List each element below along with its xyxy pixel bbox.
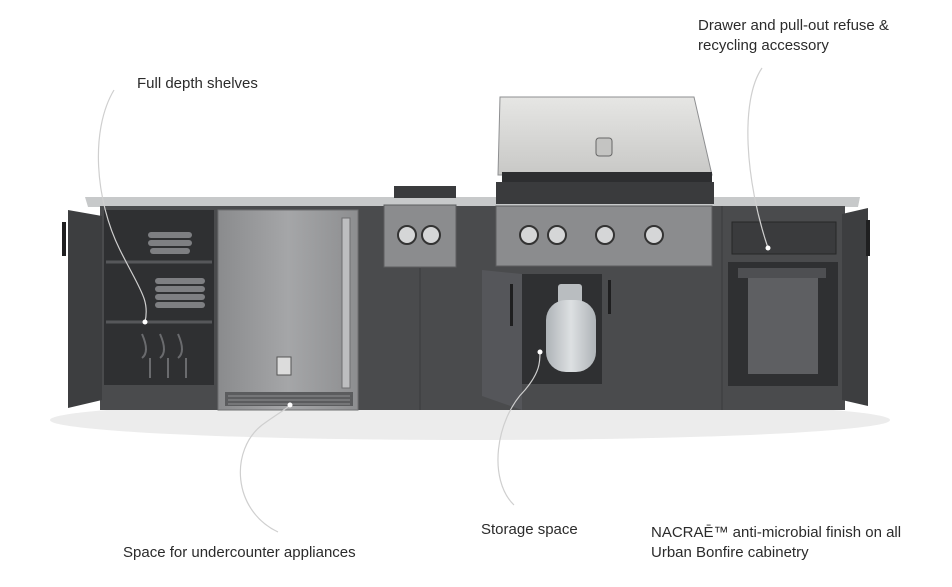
label-drawer-refuse: Drawer and pull-out refuse & recycling a… [698, 16, 889, 56]
drawer [731, 221, 837, 255]
right-open-door [842, 208, 868, 406]
refrigerator [217, 209, 359, 411]
leader-storage-space [497, 351, 541, 506]
plates [148, 232, 205, 308]
grill-knob-2 [547, 225, 567, 245]
propane-tank [546, 300, 596, 372]
left-open-door [68, 210, 102, 408]
side-burner-panel [383, 204, 457, 268]
leader-dot-drawer [765, 245, 771, 251]
label-drawer-refuse-line2: recycling accessory [698, 37, 829, 54]
grill-knob-4 [644, 225, 664, 245]
hood-logo [595, 137, 613, 157]
left-door-handle [62, 222, 66, 256]
leader-dot-shelves [142, 319, 148, 325]
label-finish-line2: Urban Bonfire cabinetry [651, 544, 809, 561]
glasses [141, 333, 187, 378]
right-door-handle [866, 220, 870, 256]
grill-knob-3 [595, 225, 615, 245]
label-full-depth-shelves: Full depth shelves [137, 75, 258, 92]
propane-tank-collar [558, 284, 582, 304]
leader-drawer-refuse [747, 67, 769, 249]
grill-door-handle [510, 284, 513, 326]
grill-hood [497, 96, 713, 176]
side-burner-lid [394, 186, 456, 198]
label-storage-space: Storage space [481, 521, 578, 538]
leader-undercounter [239, 404, 291, 533]
refuse-bin [748, 276, 818, 374]
side-burner-knob-2 [421, 225, 441, 245]
label-finish: NACRAĒ™ anti-microbial finish on all Urb… [651, 523, 901, 563]
leader-full-depth-shelves [97, 89, 147, 323]
leader-dot-undercounter [287, 402, 293, 408]
grill-knob-1 [519, 225, 539, 245]
grill-cabinet-right-door-handle [608, 280, 611, 314]
grill-body [496, 182, 714, 204]
fridge-handle [341, 217, 351, 389]
leader-dot-storage [537, 349, 543, 355]
grill-cabinet-open-door [482, 270, 522, 410]
label-finish-line1: NACRAĒ™ anti-microbial finish on all [651, 524, 902, 541]
fridge-badge [276, 356, 292, 376]
refuse-bin-rim [738, 268, 826, 278]
label-drawer-refuse-line1: Drawer and pull-out refuse & [698, 17, 889, 34]
label-undercounter: Space for undercounter appliances [123, 544, 356, 561]
side-burner-knob-1 [397, 225, 417, 245]
countertop [85, 197, 860, 207]
hood-handle [502, 172, 712, 182]
